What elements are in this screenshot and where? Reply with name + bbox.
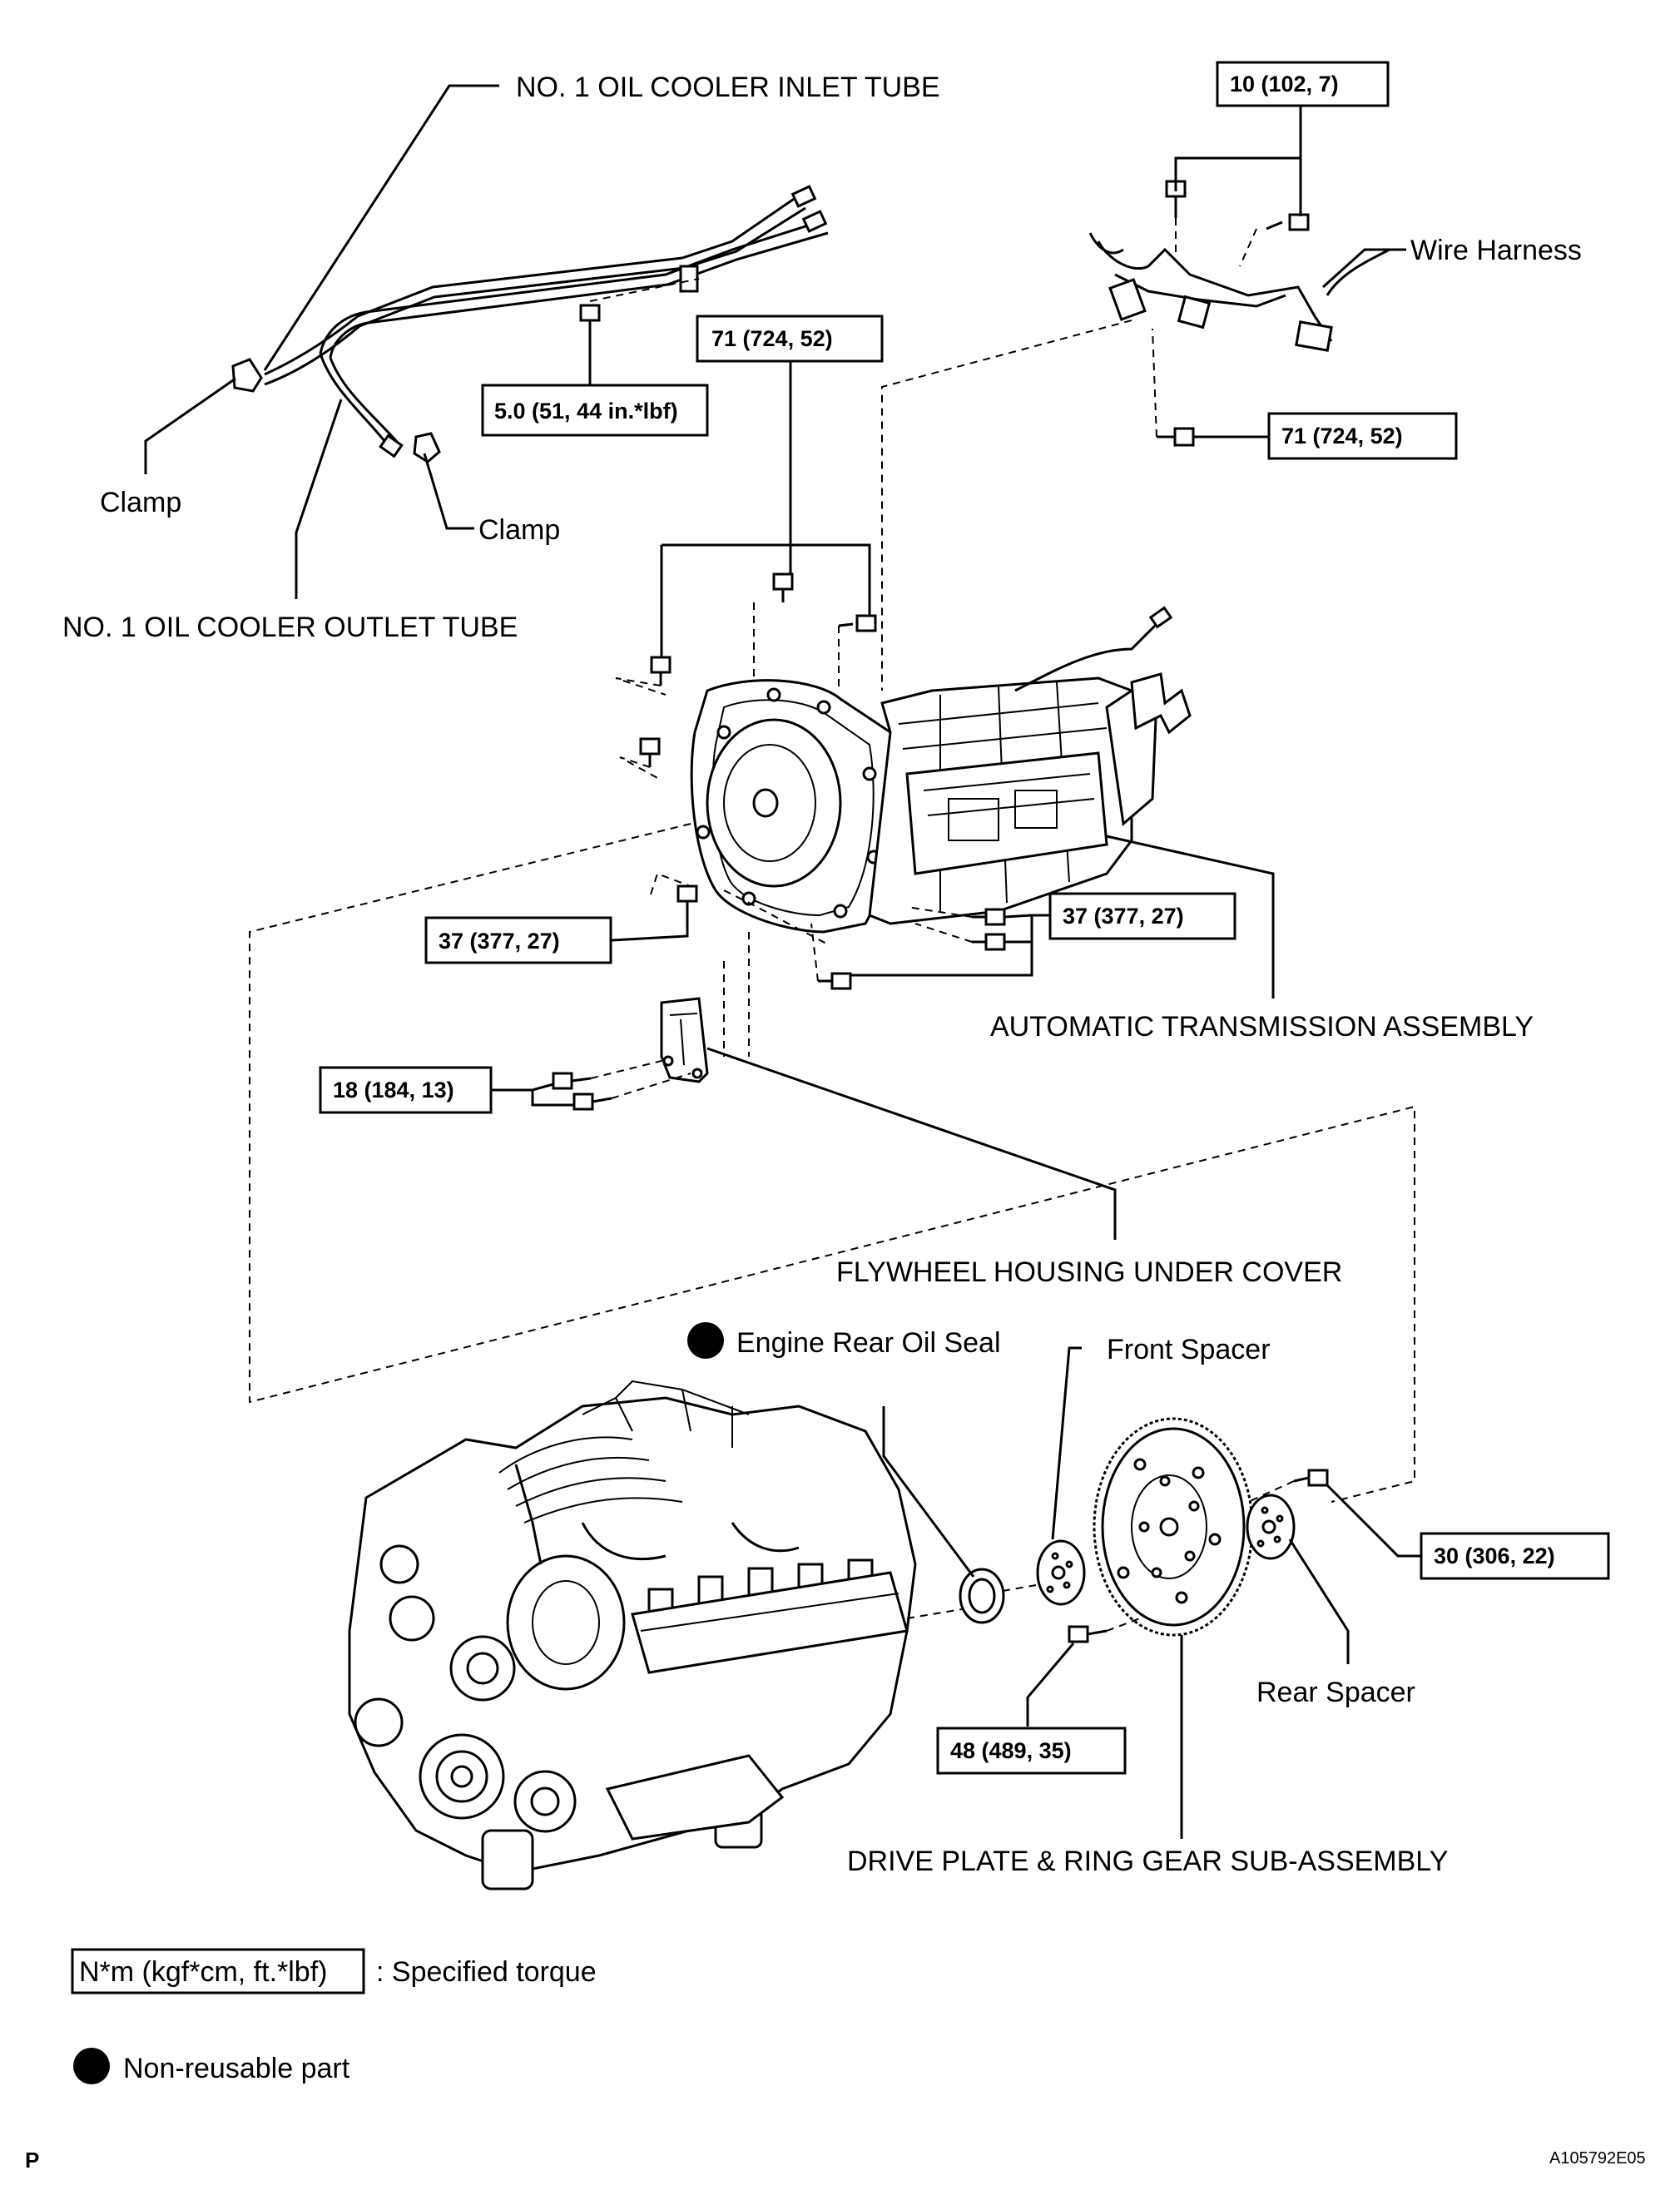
clamp-right-part <box>413 432 441 463</box>
torque-box-harness-top <box>1216 61 1390 107</box>
front-spacer-part <box>1036 1539 1086 1606</box>
lower-right-bolt-c-icon <box>818 972 852 990</box>
lower-left-bolt-icon <box>676 884 698 914</box>
torque-box-spacer-bolt <box>1420 1532 1610 1580</box>
flywheel-cover-label: FLYWHEEL HOUSING UNDER COVER <box>836 1256 1342 1288</box>
upper-bolt-b-icon <box>838 614 877 632</box>
torque-tube-bolt: 5.0 (51, 44 in.*lbf) <box>494 399 678 424</box>
tube-bolt-icon <box>579 304 601 333</box>
drive-plate-part <box>1093 1417 1254 1637</box>
torque-box-harness-bolt <box>1267 412 1458 460</box>
footer-code: P <box>25 2148 39 2173</box>
drive-plate-label: DRIVE PLATE & RING GEAR SUB-ASSEMBLY <box>847 1846 1448 1877</box>
nonreusable-bullet-icon <box>687 1322 724 1359</box>
rear-oil-seal-label: Engine Rear Oil Seal <box>736 1327 1001 1359</box>
legend-nonreusable-icon <box>73 2048 110 2084</box>
torque-box-tube-bolt <box>481 384 709 437</box>
legend-torque-box <box>71 1948 365 1994</box>
torque-cover-bolts: 18 (184, 13) <box>333 1078 454 1102</box>
figure-id: A105792E05 <box>1549 2149 1646 2168</box>
plate-bolt-icon <box>1068 1625 1108 1643</box>
oil-cooler-tubes <box>231 185 829 463</box>
outlet-tube-label: NO. 1 OIL COOLER OUTLET TUBE <box>62 612 518 643</box>
torque-upper-bolts: 71 (724, 52) <box>711 326 833 351</box>
flywheel-cover-part <box>660 997 709 1083</box>
torque-lower-right: 37 (377, 27) <box>1063 904 1184 929</box>
torque-box-plate-bolt <box>936 1727 1127 1775</box>
rear-oil-seal-part <box>959 1568 1005 1624</box>
front-spacer-label: Front Spacer <box>1107 1334 1271 1365</box>
torque-box-upper-bolts <box>696 315 884 363</box>
upper-bolt-d-icon <box>639 737 661 767</box>
at-assembly-label: AUTOMATIC TRANSMISSION ASSEMBLY <box>990 1011 1534 1043</box>
harness-bolt-right-icon <box>1266 213 1310 231</box>
spacer-bolt-icon <box>1293 1469 1329 1487</box>
clamp-right-label: Clamp <box>478 514 560 546</box>
cover-bolt-b-icon <box>572 1093 612 1111</box>
clamp-left-part <box>231 358 263 393</box>
harness-bolt-lower-icon <box>1157 427 1195 447</box>
upper-bolt-a-icon <box>772 572 794 602</box>
legend-nonreusable: Non-reusable part <box>123 2053 350 2084</box>
torque-harness-top: 10 (102, 7) <box>1230 72 1339 97</box>
wire-harness-label: Wire Harness <box>1410 235 1582 266</box>
inlet-tube-label: NO. 1 OIL COOLER INLET TUBE <box>516 72 940 103</box>
clamp-left-label: Clamp <box>100 487 181 518</box>
cover-bolt-a-icon <box>552 1072 592 1090</box>
automatic-transmission-part <box>690 606 1192 945</box>
torque-box-lower-left <box>424 916 612 964</box>
engine-part <box>348 1380 917 1890</box>
upper-bolt-c-icon <box>650 656 672 686</box>
rear-spacer-label: Rear Spacer <box>1256 1677 1415 1708</box>
torque-box-cover-bolts <box>319 1066 493 1114</box>
lower-right-bolt-b-icon <box>972 933 1006 951</box>
torque-box-lower-right <box>1048 892 1236 940</box>
lower-right-bolt-a-icon <box>972 908 1006 926</box>
wire-harness-part <box>1088 232 1406 352</box>
torque-harness-bolt: 71 (724, 52) <box>1281 424 1403 448</box>
torque-spacer-bolt: 30 (306, 22) <box>1434 1544 1555 1568</box>
torque-lower-left: 37 (377, 27) <box>439 929 560 954</box>
legend-torque-unit: N*m (kgf*cm, ft.*lbf) <box>79 1956 327 1988</box>
legend-torque-desc: : Specified torque <box>376 1956 597 1988</box>
rear-spacer-part <box>1246 1494 1296 1560</box>
torque-plate-bolt: 48 (489, 35) <box>950 1738 1072 1763</box>
